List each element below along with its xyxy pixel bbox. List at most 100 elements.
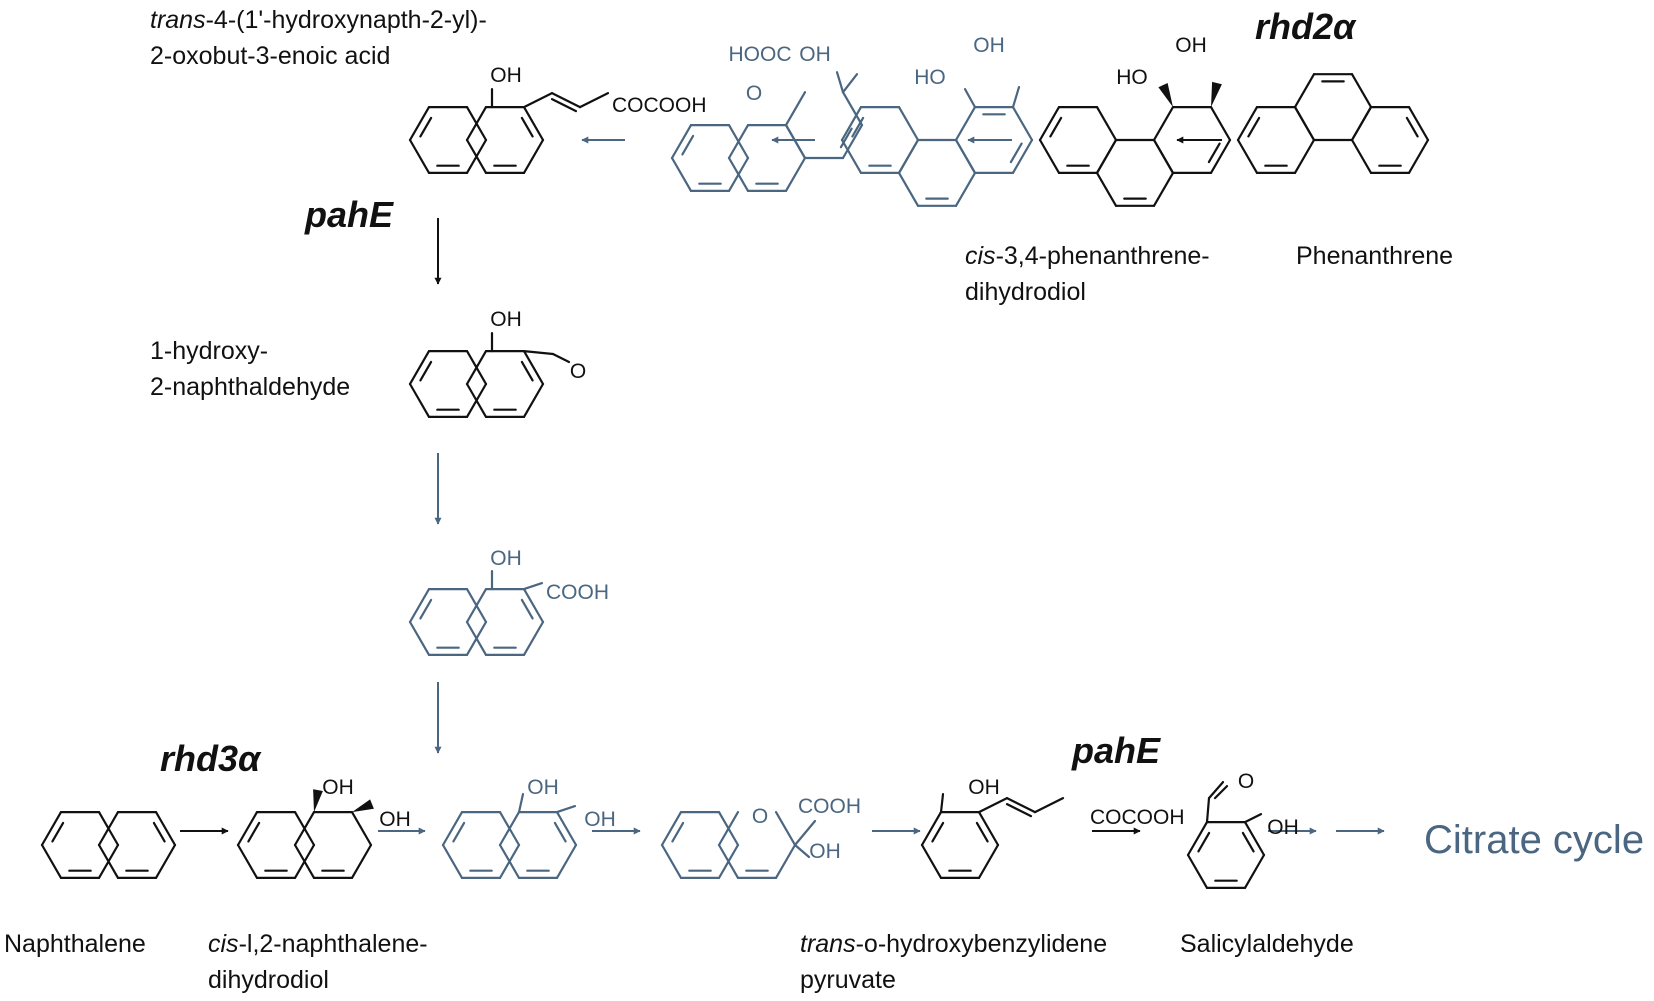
atom-label-oh: OH	[490, 64, 522, 87]
bond	[840, 105, 863, 142]
bond	[1407, 138, 1430, 174]
bond	[841, 91, 864, 127]
compound-label-trans-o-hydroxybenzylidene-pyruvate: trans-o-hydroxybenzylidene pyruvate	[800, 926, 1107, 999]
bond	[1095, 105, 1118, 142]
bond	[522, 587, 545, 624]
structure-chromene	[660, 810, 817, 880]
bond	[977, 796, 1009, 814]
atom-label-ho: HO	[1116, 66, 1148, 89]
atom-label-oh: OH	[809, 840, 841, 863]
structure-naphthalene	[40, 810, 177, 880]
pathway-arrows	[180, 136, 1385, 835]
bond	[1033, 796, 1065, 814]
bond	[939, 792, 945, 814]
double-bond	[553, 821, 567, 843]
bond	[578, 91, 610, 109]
bond	[408, 620, 431, 657]
bond	[550, 97, 578, 113]
bond	[793, 843, 811, 859]
bond	[977, 810, 1000, 847]
double-bond	[247, 821, 261, 843]
atom-label-oh: OH	[490, 308, 522, 331]
bond	[551, 352, 571, 364]
bond	[977, 843, 1000, 880]
bond	[1243, 812, 1263, 824]
bond	[555, 810, 578, 847]
double-bond	[1197, 831, 1211, 853]
double-bond	[520, 598, 534, 620]
bond	[408, 350, 431, 386]
atom-label-oh: OH	[968, 776, 1000, 799]
atom-label-oh: OH	[379, 808, 411, 831]
citrate-cycle-label: Citrate cycle	[1424, 818, 1645, 862]
double-bond	[1009, 142, 1023, 164]
double-bond	[152, 821, 166, 843]
gene-label-rhd2a: rhd2α	[1255, 6, 1356, 47]
bond	[1293, 138, 1316, 174]
bond	[835, 71, 845, 94]
atom-label-oh: OH	[527, 776, 559, 799]
structure-cis-1-2-naphthalene-dihydrodiol	[236, 789, 374, 880]
bond	[1293, 105, 1316, 142]
bond	[350, 843, 373, 880]
gene-label-pahe-top: pahE	[305, 194, 394, 235]
bond	[660, 810, 683, 847]
structure-1-hydroxy-2-naphthoic-acid	[408, 569, 545, 657]
bond	[1011, 105, 1034, 142]
bond	[841, 73, 859, 94]
bond	[1095, 171, 1118, 207]
bond	[40, 810, 63, 847]
structure-1-hydroxy-2-naphthaldehyde	[408, 332, 571, 418]
bond	[1038, 138, 1061, 174]
structure-phenanthrene	[1236, 73, 1430, 174]
bond	[1243, 853, 1266, 890]
compound-label-cis-phenanthrene-dihydrodiol: cis-3,4-phenanthrene- dihydrodiol	[965, 238, 1210, 311]
atom-label-oh: OH	[799, 43, 831, 66]
bond	[522, 382, 545, 418]
gene-label-pahe-bottom: pahE	[1072, 730, 1161, 771]
label-line-2: 2-oxobut-3-enoic acid	[150, 42, 391, 71]
bond	[954, 171, 977, 207]
italic-prefix: trans	[800, 930, 856, 958]
bond	[522, 138, 545, 174]
bond	[154, 843, 177, 880]
bond	[236, 810, 259, 847]
bond	[1350, 138, 1373, 174]
label-line-2: dihydrodiol	[208, 966, 329, 995]
bond	[841, 123, 864, 160]
bond	[465, 620, 488, 657]
bond	[550, 91, 582, 109]
double-bond	[1241, 831, 1255, 853]
structure-benzochromene	[670, 71, 864, 192]
bond	[727, 156, 750, 192]
compound-label-naphthalene: Naphthalene	[4, 930, 146, 958]
double-bond	[51, 821, 65, 843]
bond	[897, 171, 920, 207]
bond	[555, 843, 578, 880]
bond	[1038, 105, 1061, 142]
bond	[660, 843, 683, 880]
bond	[293, 843, 316, 880]
bond	[1236, 105, 1259, 142]
double-bond	[452, 821, 466, 843]
bond	[522, 91, 554, 109]
bond	[1186, 820, 1209, 857]
atom-label-cooh: COOH	[798, 795, 861, 818]
bond	[522, 350, 555, 356]
double-bond	[520, 360, 534, 382]
bond	[408, 138, 431, 174]
bond	[1350, 105, 1373, 142]
bond	[408, 382, 431, 418]
bond	[522, 105, 545, 142]
atom-label-cocooh: COCOOH	[612, 94, 707, 117]
italic-prefix: cis	[208, 930, 239, 958]
label-line-1: 1-hydroxy-	[150, 337, 269, 365]
bond	[920, 810, 943, 847]
bond	[97, 810, 120, 847]
bond	[522, 620, 545, 657]
bond	[954, 138, 977, 174]
label-line-2: pyruvate	[800, 966, 896, 995]
atom-label-o: O	[570, 360, 586, 383]
double-bond	[681, 134, 695, 156]
